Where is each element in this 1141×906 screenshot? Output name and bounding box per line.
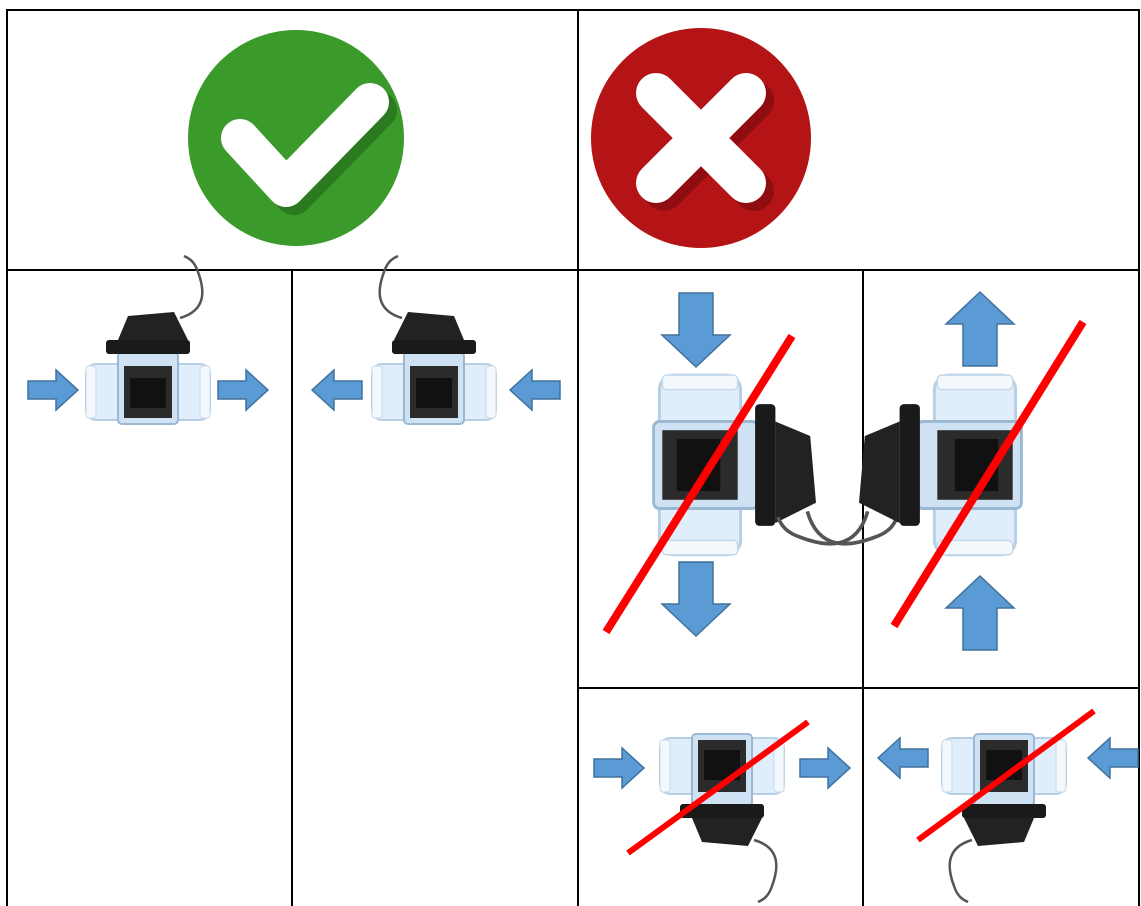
flow-arrow-icon [312, 370, 362, 410]
flow-arrow-icon [1088, 738, 1138, 778]
x-circle-icon [591, 28, 811, 248]
flow-arrow-icon [510, 370, 560, 410]
flow-arrow-icon [28, 370, 78, 410]
check-circle-icon [188, 30, 404, 246]
flow-arrow-icon [800, 748, 850, 788]
flow-arrow-icon [878, 738, 928, 778]
flow-arrow-icon [662, 562, 730, 636]
valve-icon [86, 256, 210, 424]
incorrect-upside-down-right-to-left [878, 711, 1138, 902]
incorrect-flow-bottom-to-top [778, 292, 1083, 650]
flow-arrow-icon [594, 748, 644, 788]
flow-arrow-icon [218, 370, 268, 410]
correct-flow-right-to-left [312, 256, 560, 424]
flow-arrow-icon [946, 292, 1014, 366]
flow-arrow-icon [662, 293, 730, 367]
flow-arrow-icon [946, 576, 1014, 650]
incorrect-flow-top-to-bottom [606, 293, 897, 636]
valve-icon [372, 256, 496, 424]
valve-icon [942, 734, 1066, 902]
correct-flow-left-to-right [28, 256, 268, 424]
incorrect-upside-down-left-to-right [594, 722, 850, 902]
